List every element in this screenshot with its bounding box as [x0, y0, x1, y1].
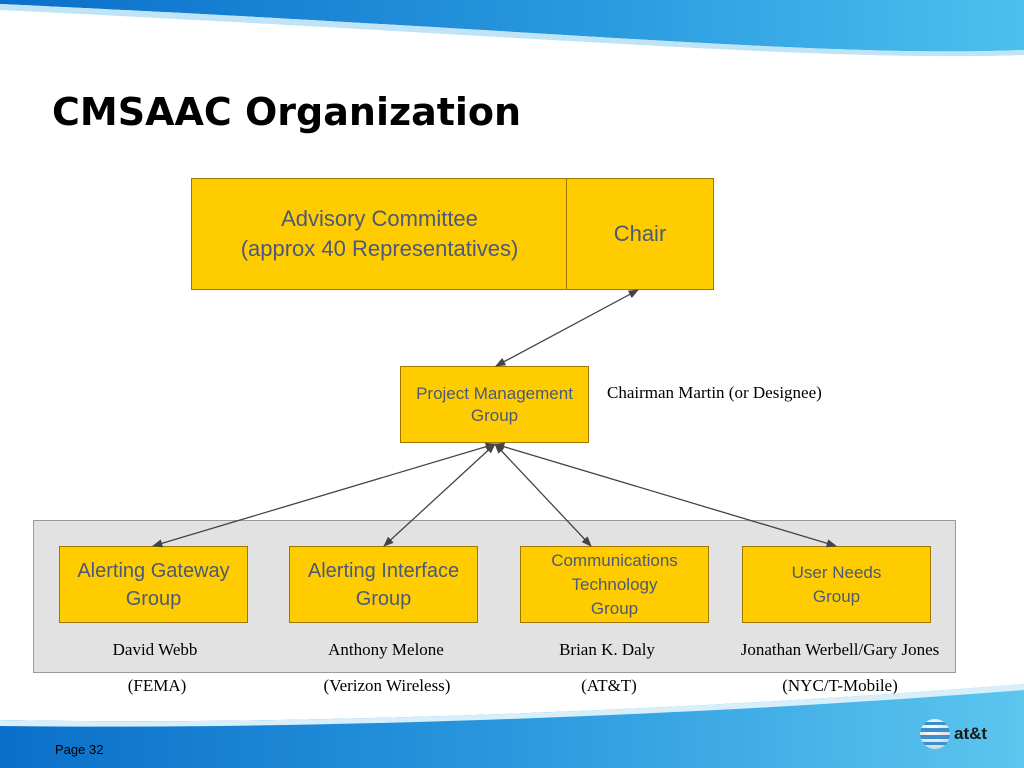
advisory-committee-label: Advisory Committee (approx 40 Representa… — [240, 206, 519, 261]
group-org: (NYC/T-Mobile) — [782, 676, 898, 695]
page-title: CMSAAC Organization — [52, 90, 522, 134]
chair-to-pmg-arrow — [495, 289, 639, 367]
group-lead: Jonathan Werbell/Gary Jones — [740, 640, 940, 659]
chair-label: Chair — [613, 221, 667, 246]
att-logo: at&t — [920, 719, 987, 749]
group-org: (FEMA) — [127, 676, 187, 695]
page-number: Page 32 — [55, 742, 104, 757]
group-label: Alerting Interface Group — [307, 559, 460, 610]
alerting-interface-group-box: Alerting Interface Group — [289, 546, 478, 623]
chair-box: Chair — [566, 178, 714, 290]
group-label: User Needs Group — [791, 562, 882, 606]
group-label: Alerting Gateway Group — [77, 559, 230, 610]
alerting-gateway-group-box: Alerting Gateway Group — [59, 546, 248, 623]
top-banner — [0, 0, 1024, 57]
group-label: Communications Technology Group — [551, 550, 678, 618]
bottom-banner — [0, 684, 1024, 768]
logo-text: at&t — [954, 724, 987, 743]
group-lead: David Webb — [112, 640, 198, 659]
project-management-lead: Chairman Martin (or Designee) — [607, 383, 822, 402]
group-lead: Brian K. Daly — [559, 640, 655, 659]
user-needs-group-box: User Needs Group — [742, 546, 931, 623]
project-management-box: Project Management Group — [400, 366, 589, 443]
advisory-committee-box: Advisory Committee (approx 40 Representa… — [191, 178, 568, 290]
communications-technology-group-box: Communications Technology Group — [520, 546, 709, 623]
group-org: (Verizon Wireless) — [323, 676, 451, 695]
group-lead: Anthony Melone — [328, 640, 444, 659]
project-management-label: Project Management Group — [416, 383, 573, 425]
group-org: (AT&T) — [581, 676, 637, 695]
